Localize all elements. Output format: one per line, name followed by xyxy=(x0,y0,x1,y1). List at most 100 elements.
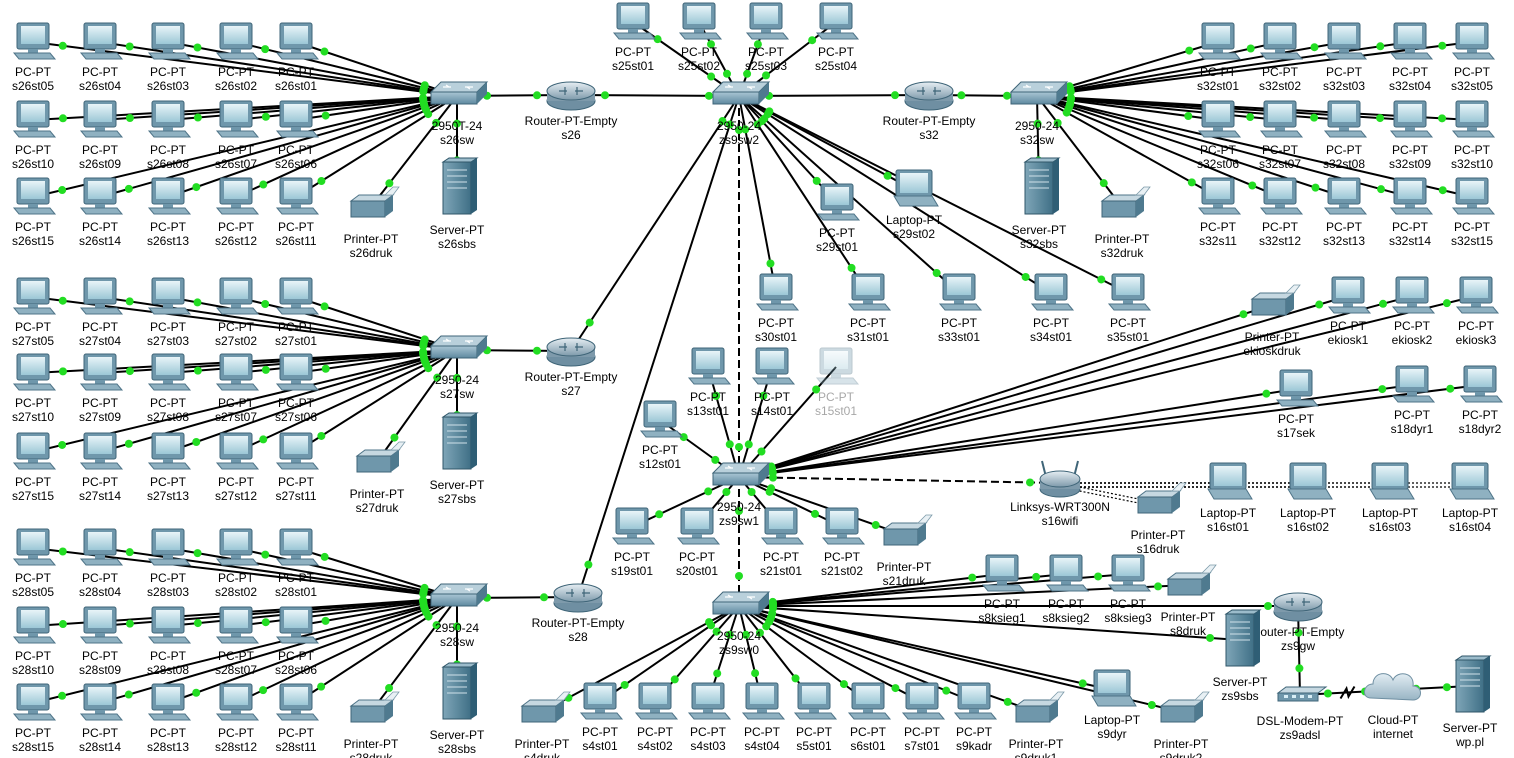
link-s26sw-s26st04[interactable] xyxy=(99,41,458,97)
link-s32sw-s32st12[interactable] xyxy=(1036,95,1281,198)
link-s32sw-s32st02[interactable] xyxy=(1036,41,1281,97)
link-sw1-s16wifi[interactable] xyxy=(738,476,1061,484)
link-sw1-ekiosk1[interactable] xyxy=(738,295,1349,478)
link-s27sw-s27st12[interactable] xyxy=(235,349,458,453)
link-s28sw-s28st13[interactable] xyxy=(167,597,458,704)
link-sw2-s31st01[interactable] xyxy=(738,95,869,294)
link-s26sw-s26st13[interactable] xyxy=(167,95,458,198)
link-sw1-s17sek[interactable] xyxy=(738,388,1297,478)
link-s26sw-s26st12[interactable] xyxy=(235,95,458,198)
link-s28sw-s28st01[interactable] xyxy=(295,547,458,599)
link-sw0-s8ksieg1[interactable] xyxy=(738,573,1003,607)
link-sw1-s18dyr2[interactable] xyxy=(738,384,1481,478)
link-s27sw-s27st03[interactable] xyxy=(167,296,458,351)
link-sw1-ekiosk3[interactable] xyxy=(738,295,1477,478)
link-s28sw-s28druk[interactable] xyxy=(370,597,458,713)
link-s27sw-s27st13[interactable] xyxy=(167,349,458,453)
link-sw2-s34st01[interactable] xyxy=(738,95,1052,294)
link-s28sw-s28st04[interactable] xyxy=(99,547,458,599)
link-sw1-s13st01[interactable] xyxy=(707,366,740,478)
link-sw1-s15st01[interactable] xyxy=(738,366,837,478)
link-s28sw-s28st03[interactable] xyxy=(167,547,458,599)
link-s28sw-s28st12[interactable] xyxy=(235,597,458,704)
